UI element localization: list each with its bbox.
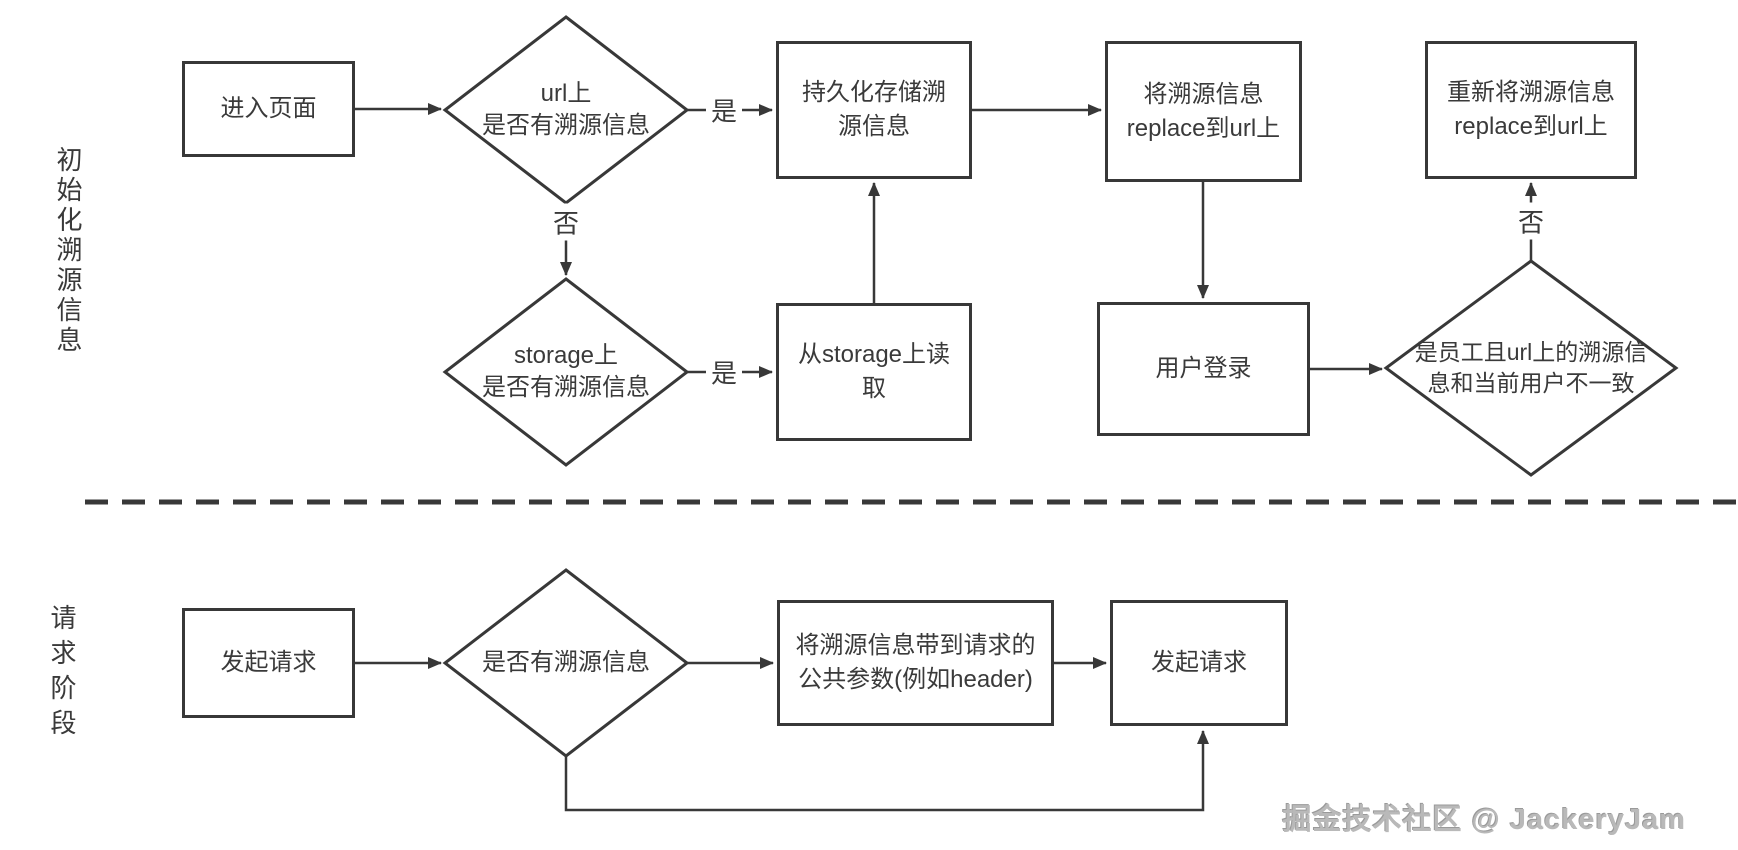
decision-url-has-trace-shape	[442, 15, 690, 205]
decision-employee-mismatch-shape	[1383, 259, 1679, 477]
node-replace-url: 将溯源信息 replace到url上	[1105, 41, 1302, 182]
node-persist-trace: 持久化存储溯 源信息	[776, 41, 972, 179]
section-label-init: 初始化溯源信息	[53, 146, 83, 356]
node-user-login: 用户登录	[1097, 302, 1310, 436]
arrow-trace-no-bypass-to-send	[564, 730, 1209, 812]
decision-storage-has-trace-shape	[442, 277, 690, 467]
edge-label-no-url: 否	[547, 203, 585, 241]
decision-has-trace-shape	[442, 568, 690, 758]
node-read-storage: 从storage上读 取	[776, 303, 972, 441]
section-label-request: 请求阶段	[47, 604, 77, 744]
watermark: 掘金技术社区 @ JackeryJam	[1282, 804, 1686, 836]
node-send-request-2: 发起请求	[1110, 600, 1288, 726]
edge-label-no-employee: 否	[1512, 202, 1550, 240]
node-re-replace-url: 重新将溯源信息 replace到url上	[1425, 41, 1637, 179]
edge-label-yes-url: 是	[705, 91, 743, 129]
node-enter-page: 进入页面	[182, 61, 355, 157]
node-carry-trace-params: 将溯源信息带到请求的 公共参数(例如header)	[777, 600, 1054, 726]
edge-label-yes-storage: 是	[705, 353, 743, 391]
node-send-request-1: 发起请求	[182, 608, 355, 718]
